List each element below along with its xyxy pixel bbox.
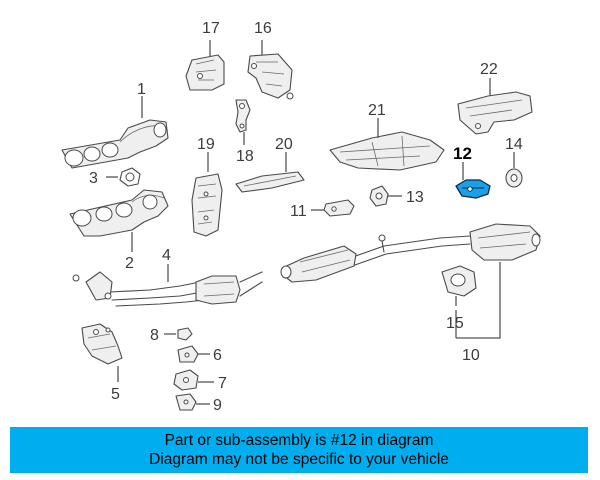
- part-6-bracket[interactable]: [177, 345, 199, 363]
- label-18: 18: [236, 148, 254, 165]
- label-21: 21: [368, 102, 386, 119]
- label-19: 19: [197, 136, 215, 153]
- label-20: 20: [275, 136, 293, 153]
- part-7-bracket[interactable]: [173, 369, 199, 391]
- part-3-gasket[interactable]: [119, 167, 141, 187]
- label-15: 15: [446, 315, 464, 332]
- part-20-heat-shield[interactable]: [235, 171, 305, 193]
- part-2-exhaust-manifold[interactable]: [69, 189, 169, 237]
- label-13: 13: [406, 189, 424, 206]
- part-5-flange-pipe[interactable]: [81, 323, 123, 365]
- part-16-heat-shield[interactable]: [247, 53, 294, 100]
- label-22: 22: [480, 61, 498, 78]
- part-12-highlighted-hanger[interactable]: [455, 179, 491, 199]
- label-12: 12: [453, 144, 472, 163]
- part-9-bracket[interactable]: [175, 393, 197, 411]
- part-18-bracket[interactable]: [235, 99, 251, 133]
- part-10-exhaust-system[interactable]: [280, 223, 541, 283]
- part-1-exhaust-manifold[interactable]: [61, 119, 169, 169]
- part-15-tail-pipe-tip[interactable]: [441, 265, 477, 297]
- pointer-10: [455, 262, 501, 339]
- label-7: 7: [218, 375, 227, 392]
- part-21-heat-shield[interactable]: [329, 131, 445, 171]
- label-4: 4: [162, 247, 171, 264]
- part-22-heat-shield[interactable]: [457, 91, 533, 135]
- label-2: 2: [125, 255, 134, 272]
- part-11-bushing[interactable]: [323, 199, 355, 217]
- part-8-clip[interactable]: [177, 327, 193, 341]
- label-11: 11: [290, 203, 307, 220]
- banner-line-part-number: Part or sub-assembly is #12 in diagram: [164, 432, 434, 449]
- label-8: 8: [150, 327, 159, 344]
- label-14: 14: [505, 136, 523, 153]
- label-6: 6: [213, 347, 222, 364]
- label-9: 9: [213, 397, 222, 414]
- label-5: 5: [111, 386, 120, 403]
- label-3: 3: [89, 170, 98, 187]
- label-17: 17: [202, 20, 220, 37]
- info-banner: Part or sub-assembly is #12 in diagram D…: [10, 427, 588, 473]
- part-14-mount[interactable]: [505, 168, 523, 188]
- part-19-heat-shield[interactable]: [191, 173, 223, 237]
- banner-line-disclaimer: Diagram may not be specific to your vehi…: [149, 451, 449, 468]
- label-10: 10: [462, 347, 480, 364]
- label-16: 16: [254, 20, 272, 37]
- label-1: 1: [137, 81, 146, 98]
- exhaust-parts-diagram: 17 16 18 1 3 2: [61, 20, 541, 414]
- part-4-catalytic-converter[interactable]: [72, 271, 263, 307]
- part-17-heat-shield[interactable]: [185, 54, 225, 91]
- part-13-mount[interactable]: [369, 185, 389, 207]
